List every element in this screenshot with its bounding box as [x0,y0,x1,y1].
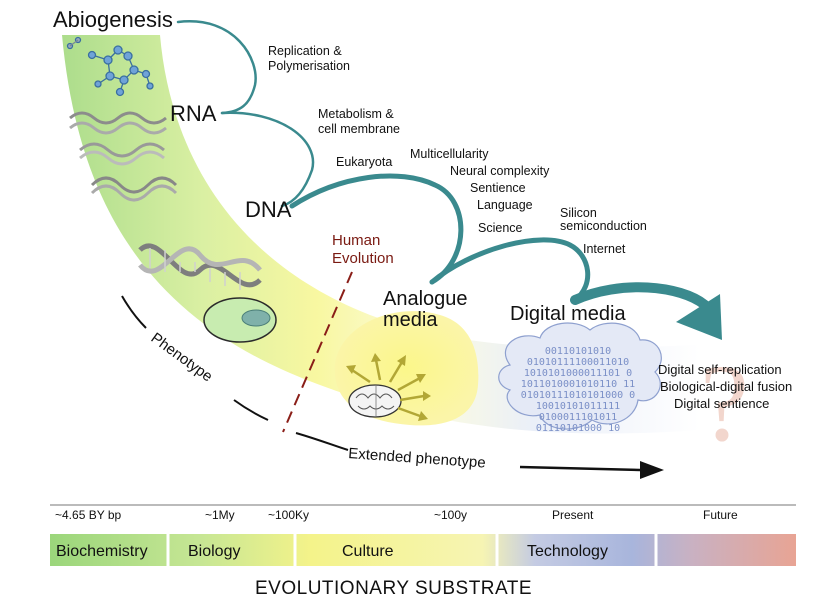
stage-analogue-media: Analogue [383,288,468,310]
idea-arrows [346,353,431,421]
axis-title: EVOLUTIONARY SUBSTRATE [255,578,532,599]
milestone-internet: Internet [583,242,626,256]
brain-icon [348,384,402,418]
milestone-eukaryota: Eukaryota [336,155,392,169]
cell-icon [203,297,277,343]
binary-cloud [498,322,662,430]
extended-phenotype-arrow [295,432,349,451]
timeline-tick: Present [552,508,594,522]
stage-digital-media: Digital media [510,303,626,325]
stage-rna: RNA [170,101,217,126]
rna-strands-icon [69,111,178,202]
evolution-trunk [176,20,710,310]
future-item: Digital sentience [674,396,769,411]
binary-line: 01110101000 10 [536,423,620,434]
future-item: Biological-digital fusion [660,379,792,394]
binary-line: 10010101011111 [536,401,620,412]
stage-abiogenesis: Abiogenesis [53,7,173,32]
timeline-tick: ~4.65 BY bp [55,508,121,522]
substrate-biology: Biology [188,543,240,560]
milestone-multicellularity: Multicellularity [410,147,489,161]
milestone-science: Science [478,221,523,235]
dna-helix-icon [138,243,262,290]
future-item: Digital self-replication [658,362,782,377]
substrate-technology: Technology [527,543,608,560]
binary-line: 01010111100011010 [527,357,629,368]
binary-line: 0100011101011 [539,412,617,423]
milestone-language: Language [477,198,533,212]
timeline-tick: ~100Ky [268,508,309,522]
extended-phenotype-arrow [519,465,641,472]
future-arrowhead [676,294,722,340]
binary-line: 01010111010101000 0 [521,390,635,401]
milestone-metabolism: Metabolism & [318,107,394,121]
timeline-tick: ~100y [434,508,467,522]
timeline-tick: ~1My [205,508,235,522]
extended-phenotype-label: Extended phenotype [348,445,486,472]
future-question-mark: ? [700,342,749,464]
milestone-replication: Replication & [268,44,342,58]
human-evolution-label: Evolution [332,250,394,267]
stage-dna: DNA [245,197,292,222]
binary-line: 1011010001010110 11 [521,379,635,390]
human-evolution-divider [282,271,353,433]
milestone-replication: Polymerisation [268,59,350,73]
molecule-icon [66,36,154,97]
timeline-tick: Future [703,508,738,522]
milestone-silicon: semiconduction [560,219,647,233]
substrate-dividers [166,534,658,566]
substrate-culture: Culture [342,543,394,560]
milestone-silicon: Silicon [560,206,597,220]
milestone-neural-complexity: Neural complexity [450,164,550,178]
human-evolution-label: Human [332,232,380,249]
milestone-sentience: Sentience [470,181,526,195]
binary-line: 00110101010 [545,346,611,357]
substrate-biochemistry: Biochemistry [56,543,148,560]
phenotype-label: Phenotype [148,329,216,385]
substrate-band [50,534,796,566]
extended-phenotype-arrowhead [640,461,664,479]
phenotype-arc [121,295,269,421]
binary-line: 1010101000011101 0 [524,368,632,379]
milestone-metabolism: cell membrane [318,122,400,136]
stage-analogue-media: media [383,309,438,331]
